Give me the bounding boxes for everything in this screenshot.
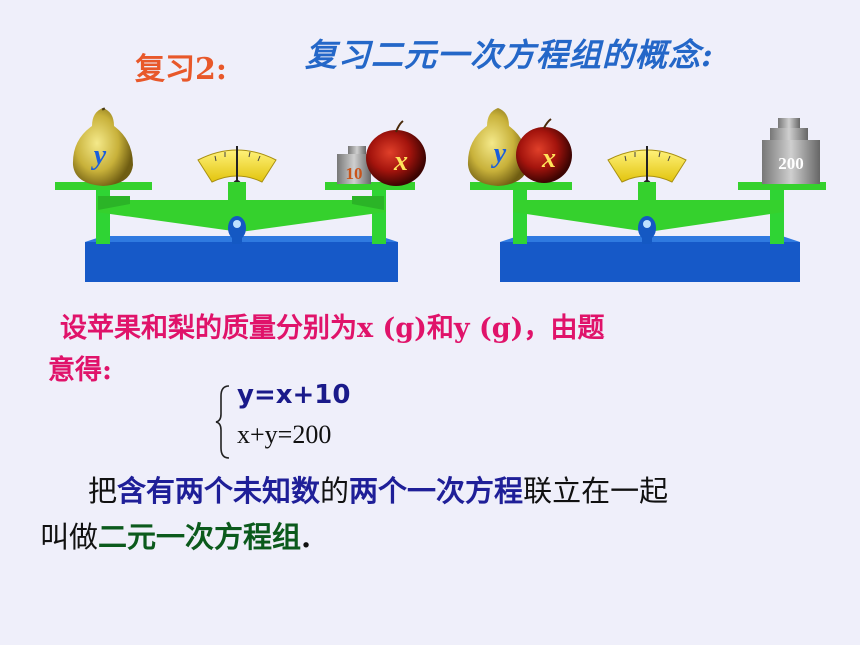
left-brace xyxy=(215,385,230,459)
def-highlight-term: 二元一次方程组 xyxy=(98,520,302,554)
right-apple-label: x xyxy=(541,143,556,174)
equation-system: y=x+10 x+y=200 xyxy=(215,380,415,460)
left-weight-label: 10 xyxy=(346,164,363,183)
left-apple-label: x xyxy=(393,146,408,177)
equation-2: x+y=200 xyxy=(237,420,332,449)
left-apple: x xyxy=(366,120,426,186)
right-weight-label: 200 xyxy=(778,154,804,173)
right-pear: y xyxy=(467,108,528,186)
def-highlight-two-linear-equations: 两个一次方程 xyxy=(349,474,524,508)
left-scale: y 10 x xyxy=(55,107,426,282)
left-weight-10: 10 xyxy=(337,146,371,184)
slide-title: 复习二元一次方程组的概念: xyxy=(305,36,714,74)
right-scale-beam xyxy=(513,200,784,232)
def-part-3: 的 xyxy=(320,474,350,508)
problem-line-2: 意得: xyxy=(48,355,112,386)
left-scale-beam xyxy=(96,200,386,232)
def-part-1: 把 xyxy=(88,474,118,508)
right-weight-200: 200 xyxy=(762,118,820,184)
def-highlight-two-unknowns: 含有两个未知数 xyxy=(117,474,321,508)
review-label: 复习2: xyxy=(135,52,227,87)
definition-text: 把含有两个未知数的两个一次方程联立在一起 叫做二元一次方程组. xyxy=(40,468,850,560)
def-part-6: 叫做 xyxy=(40,520,99,554)
balance-scales-illustration: y 10 x y xyxy=(55,107,826,282)
problem-line-1: 设苹果和梨的质量分别为x (g)和y (g)，由题 xyxy=(60,313,605,344)
def-part-5: 联立在一起 xyxy=(523,474,669,508)
right-scale: y x 200 xyxy=(467,108,826,282)
right-scale-base xyxy=(500,242,800,282)
right-apple: x xyxy=(516,118,572,183)
problem-statement: 设苹果和梨的质量分别为x (g)和y (g)，由题 意得: xyxy=(48,308,820,392)
left-pear: y xyxy=(72,107,133,186)
left-pear-label: y xyxy=(91,140,107,171)
equation-1: y=x+10 xyxy=(237,380,351,410)
right-pear-label: y xyxy=(491,138,507,169)
def-period: . xyxy=(301,520,312,554)
left-scale-base xyxy=(85,242,398,282)
